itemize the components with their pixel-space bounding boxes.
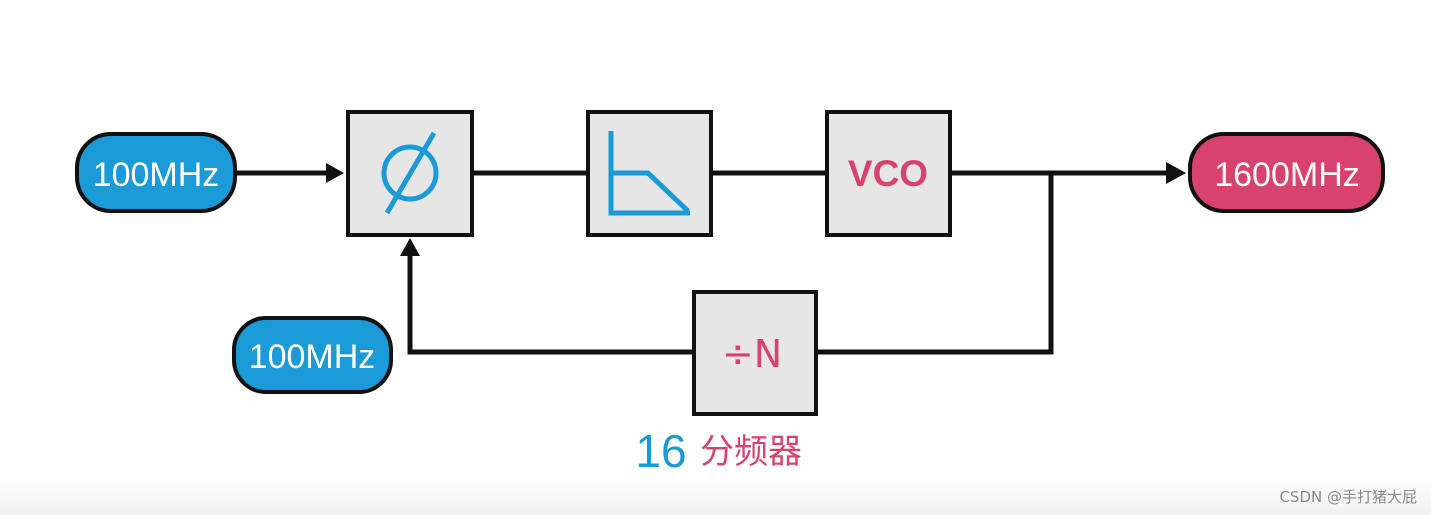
input-arrowhead-icon — [326, 163, 344, 183]
phase-detector-block — [346, 110, 474, 237]
feedback-frequency-label: 100MHz — [249, 338, 376, 376]
feedback-frequency-pill: 100MHz — [232, 316, 393, 394]
feedback-tap-line — [816, 173, 1054, 355]
connection-lines — [234, 162, 1186, 355]
vco-label: VCO — [848, 153, 928, 194]
input-frequency-pill: 100MHz — [75, 132, 237, 213]
loop-filter-block — [586, 110, 713, 237]
footer-bar — [0, 476, 1431, 515]
vco-block: VCO — [825, 110, 952, 237]
csdn-watermark: CSDN @手打猪大屁 — [1279, 488, 1417, 506]
feedback-return-arrow — [407, 252, 694, 355]
divider-ratio-number: 16 — [635, 425, 686, 477]
divider-caption-text: 分频器 — [700, 432, 802, 472]
divider-label: ÷N — [722, 332, 782, 376]
output-arrowhead-icon — [1166, 162, 1186, 184]
divider-block: ÷N — [692, 290, 818, 416]
output-frequency-pill: 1600MHz — [1188, 132, 1385, 213]
output-frequency-label: 1600MHz — [1214, 156, 1360, 194]
input-frequency-label: 100MHz — [93, 156, 220, 194]
feedback-arrowhead-icon — [400, 238, 420, 256]
phase-detector-symbol-icon — [381, 131, 439, 215]
low-pass-filter-icon — [608, 131, 690, 216]
